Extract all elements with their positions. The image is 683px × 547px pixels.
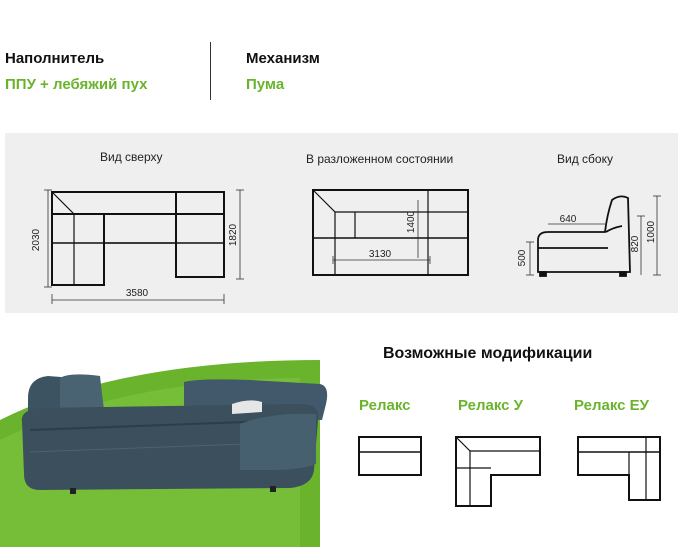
dim-back-height: 820: [630, 235, 641, 252]
side-view-caption: Вид сбоку: [557, 152, 613, 166]
modification-relax-drawing: [358, 436, 422, 476]
dim-width: 3580: [126, 288, 149, 299]
modification-relax-label: Релакс: [359, 397, 411, 414]
unfolded-view-drawing: [312, 189, 469, 276]
modification-relax-u-label: Релакс У: [458, 397, 523, 414]
unfolded-view-caption: В разложенном состоянии: [306, 152, 454, 166]
sofa-photo: [0, 360, 328, 547]
modification-relax-eu-label: Релакс ЕУ: [574, 397, 649, 414]
side-view-dimensions: [526, 195, 661, 276]
mechanism-label: Механизм: [246, 50, 320, 67]
dim-total-height: 1000: [646, 220, 657, 243]
dim-depth-right: 1820: [228, 223, 239, 246]
mechanism-value: Пума: [246, 76, 285, 93]
dim-unfolded-length: 3130: [369, 249, 392, 260]
dim-depth-left: 2030: [31, 228, 42, 251]
dim-unfolded-depth: 1400: [406, 210, 417, 233]
filler-value: ППУ + лебяжий пух: [5, 76, 148, 93]
dim-seat-depth: 640: [560, 214, 577, 225]
drawings-panel: [5, 133, 678, 313]
side-view-drawing: [537, 195, 631, 277]
unfolded-view-dimensions: [332, 200, 431, 264]
top-view-caption: Вид сверху: [100, 150, 163, 164]
modifications-title: Возможные модификации: [383, 345, 593, 362]
top-view-dimensions: [44, 189, 244, 304]
modification-relax-eu-drawing: [577, 436, 661, 501]
dim-seat-height: 500: [517, 249, 528, 266]
filler-label: Наполнитель: [5, 50, 105, 67]
modification-relax-u-drawing: [455, 436, 541, 507]
spec-divider: [210, 42, 211, 100]
top-view-drawing: [51, 191, 225, 286]
